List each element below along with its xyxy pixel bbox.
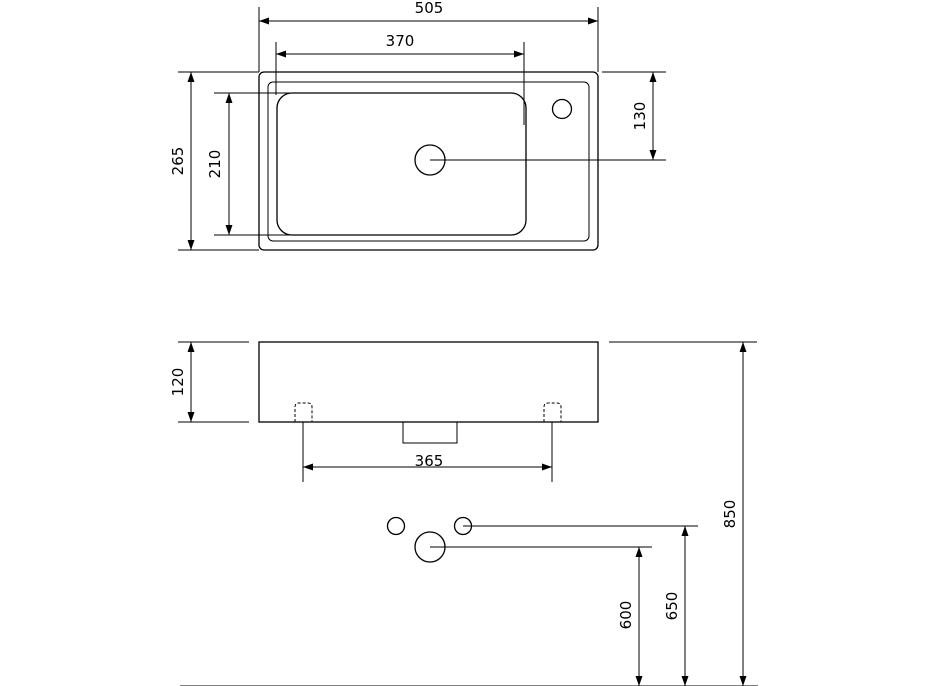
basin-front-outline (258, 341, 599, 423)
dim-label-650: 650 (663, 592, 681, 621)
basin-outer-outline (258, 71, 599, 251)
basin-bowl-outline (276, 92, 527, 236)
dim-label-210: 210 (206, 150, 224, 179)
drain-outlet (402, 421, 458, 444)
dimension-basin-depth: 210 (206, 92, 290, 236)
dimension-bracket-spacing: 365 (302, 422, 553, 482)
dimension-basin-width: 370 (275, 32, 525, 125)
dim-label-370: 370 (386, 32, 415, 50)
dim-label-265: 265 (169, 147, 187, 176)
dim-label-365: 365 (415, 452, 444, 470)
wall-bracket-right (543, 402, 562, 422)
dim-label-600: 600 (617, 601, 635, 630)
supply-pipe-left-circle (386, 516, 406, 536)
dimension-overall-width: 505 (258, 0, 599, 72)
basin-rim-outline (267, 81, 590, 242)
dimension-supply-height: 650 (463, 525, 698, 686)
top-view: 505 370 265 210 130 (169, 0, 666, 251)
dimension-top-height: 850 (609, 341, 757, 686)
dimension-drain-offset: 130 (430, 71, 666, 161)
installation-view: 850 650 600 (180, 341, 758, 686)
dim-label-505: 505 (415, 0, 444, 17)
dim-label-130: 130 (631, 102, 649, 131)
dimension-height: 120 (169, 341, 249, 423)
dimension-drain-height: 600 (430, 546, 652, 686)
dim-label-120: 120 (169, 368, 187, 397)
wall-bracket-left (294, 402, 313, 422)
front-view: 120 365 (169, 341, 599, 482)
tap-hole-circle (551, 98, 573, 120)
dim-label-850: 850 (721, 500, 739, 529)
dimension-overall-depth: 265 (169, 71, 259, 251)
